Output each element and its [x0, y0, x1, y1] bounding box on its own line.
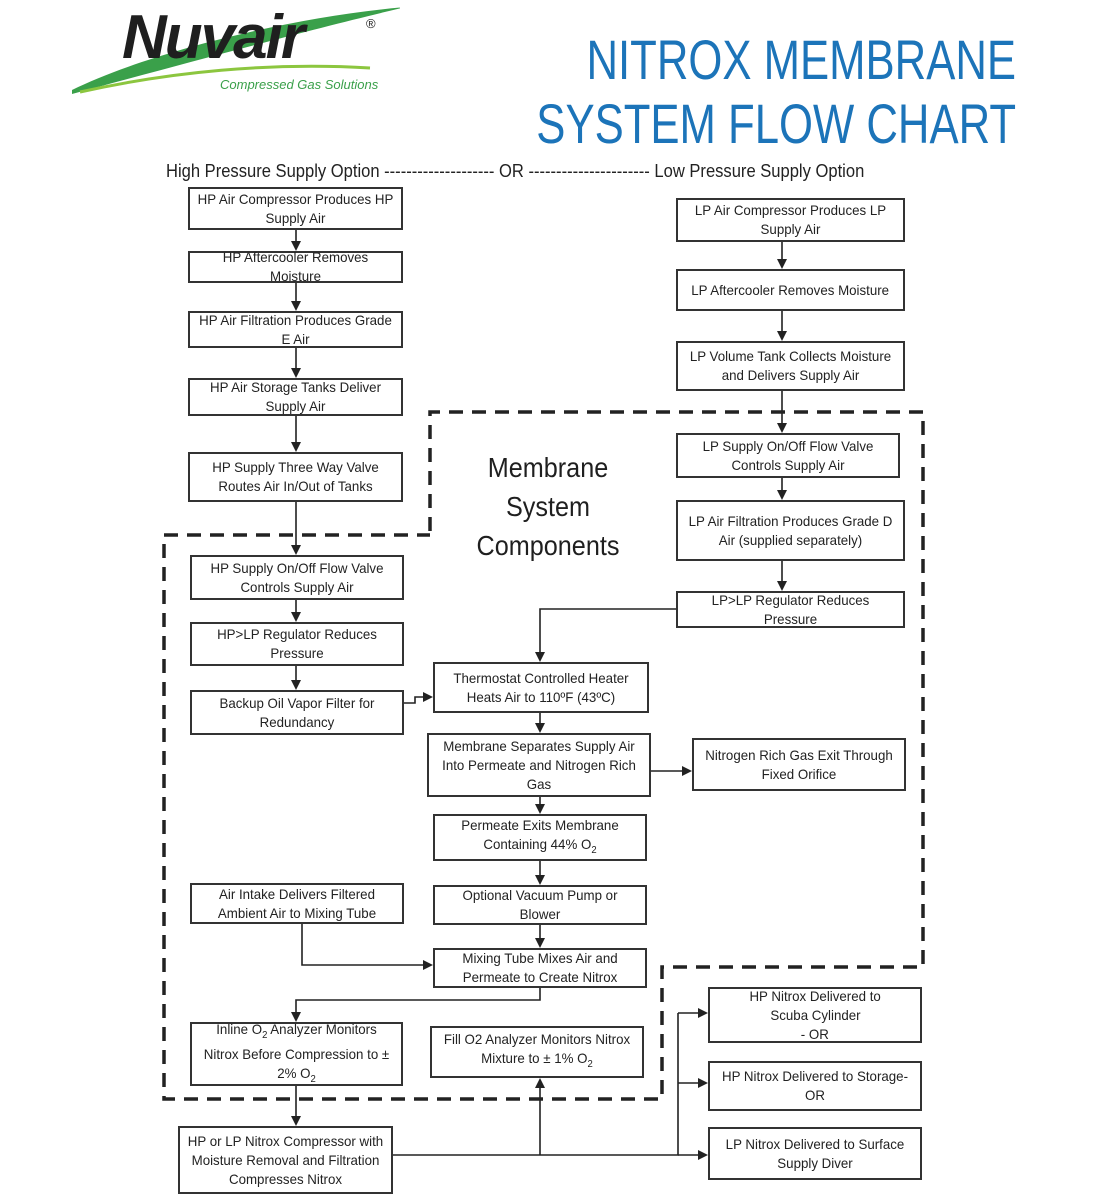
logo-wordmark: Nuvair — [122, 3, 305, 72]
inline-text-a: Inline O — [216, 1020, 263, 1037]
box-permeate-exit: Permeate Exits Membrane Containing 44% O… — [433, 814, 647, 861]
box-air-intake: Air Intake Delivers Filtered Ambient Air… — [190, 883, 404, 924]
box-hp-three-way-valve: HP Supply Three Way Valve Routes Air In/… — [188, 452, 403, 502]
box-mixing-tube: Mixing Tube Mixes Air and Permeate to Cr… — [433, 948, 647, 988]
box-membrane: Membrane Separates Supply Air Into Perme… — [427, 733, 651, 797]
arrow-lp-reg-to-heater — [535, 608, 676, 662]
box-hp-onoff-valve: HP Supply On/Off Flow Valve Controls Sup… — [190, 555, 404, 600]
nuvair-logo: Nuvair ® Compressed Gas Solutions — [70, 2, 400, 102]
box-lp-regulator: LP>LP Regulator Reduces Pressure — [676, 591, 905, 628]
box-nitrox-compressor: HP or LP Nitrox Compressor with Moisture… — [178, 1126, 393, 1194]
title-line-2: SYSTEM FLOW CHART — [536, 92, 1016, 155]
membrane-label-line-1: Membrane — [487, 452, 609, 483]
box-lp-aftercooler: LP Aftercooler Removes Moisture — [676, 269, 905, 311]
box-heater: Thermostat Controlled Heater Heats Air t… — [433, 662, 649, 713]
membrane-system-boundary — [162, 410, 925, 1101]
box-lp-compressor: LP Air Compressor Produces LP Supply Air — [676, 198, 905, 242]
o2-subscript: 2 — [587, 1058, 593, 1070]
title-line-1: NITROX MEMBRANE — [586, 28, 1016, 91]
logo-swoosh — [72, 7, 400, 94]
box-hp-aftercooler: HP Aftercooler Removes Moisture — [188, 249, 403, 284]
membrane-system-label: Membrane System Components — [476, 448, 620, 565]
box-hp-storage: HP Air Storage Tanks Deliver Supply Air — [188, 378, 403, 416]
box-storage: HP Nitrox Delivered to Storage-OR — [708, 1061, 922, 1111]
scuba-line-2: Scuba Cylinder — [769, 1006, 861, 1023]
box-inline-analyzer: Inline O2 Analyzer Monitors Nitrox Befor… — [190, 1020, 403, 1086]
scuba-line-1: HP Nitrox Delivered to — [749, 987, 881, 1004]
box-lp-onoff-valve: LP Supply On/Off Flow Valve Controls Sup… — [676, 433, 900, 478]
supply-options-header: High Pressure Supply Option ------------… — [166, 161, 865, 181]
logo-tagline: Compressed Gas Solutions — [220, 77, 379, 92]
box-nitrogen-exit: Nitrogen Rich Gas Exit Through Fixed Ori… — [692, 738, 906, 791]
o2-subscript: 2 — [262, 1029, 268, 1041]
box-scuba-cylinder: HP Nitrox Delivered to Scuba Cylinder - … — [708, 987, 922, 1043]
box-fill-analyzer: Fill O2 Analyzer Monitors Nitrox Mixture… — [430, 1026, 644, 1078]
o2-subscript: 2 — [591, 844, 597, 856]
fill-text: Fill O2 Analyzer Monitors Nitrox Mixture… — [443, 1031, 631, 1067]
page-title: NITROX MEMBRANE SYSTEM FLOW CHART — [536, 28, 1016, 156]
box-lp-volume-tank: LP Volume Tank Collects Moisture and Del… — [676, 341, 905, 391]
membrane-label-line-3: Components — [476, 530, 620, 561]
arrow-intake-to-mixing — [301, 924, 433, 970]
box-hp-regulator: HP>LP Regulator Reduces Pressure — [190, 622, 404, 666]
box-backup-oil-filter: Backup Oil Vapor Filter for Redundancy — [190, 690, 404, 735]
arrow-mixing-to-inline — [291, 988, 541, 1022]
permeate-text: Permeate Exits Membrane Containing 44% O — [461, 816, 619, 852]
box-hp-filtration: HP Air Filtration Produces Grade E Air — [188, 311, 403, 348]
inline-text-b: Analyzer Monitors Nitrox Before Compress… — [203, 1020, 390, 1081]
logo-registered-mark: ® — [366, 16, 376, 31]
box-lp-filtration: LP Air Filtration Produces Grade D Air (… — [676, 500, 905, 561]
scuba-line-3: - OR — [800, 1025, 830, 1042]
box-vacuum-pump: Optional Vacuum Pump or Blower — [433, 885, 647, 925]
arrow-backup-to-heater — [404, 692, 433, 704]
box-surface-diver: LP Nitrox Delivered to Surface Supply Di… — [708, 1127, 922, 1180]
o2-subscript: 2 — [310, 1073, 316, 1085]
membrane-label-line-2: System — [505, 491, 591, 522]
box-hp-compressor: HP Air Compressor Produces HP Supply Air — [188, 187, 403, 230]
